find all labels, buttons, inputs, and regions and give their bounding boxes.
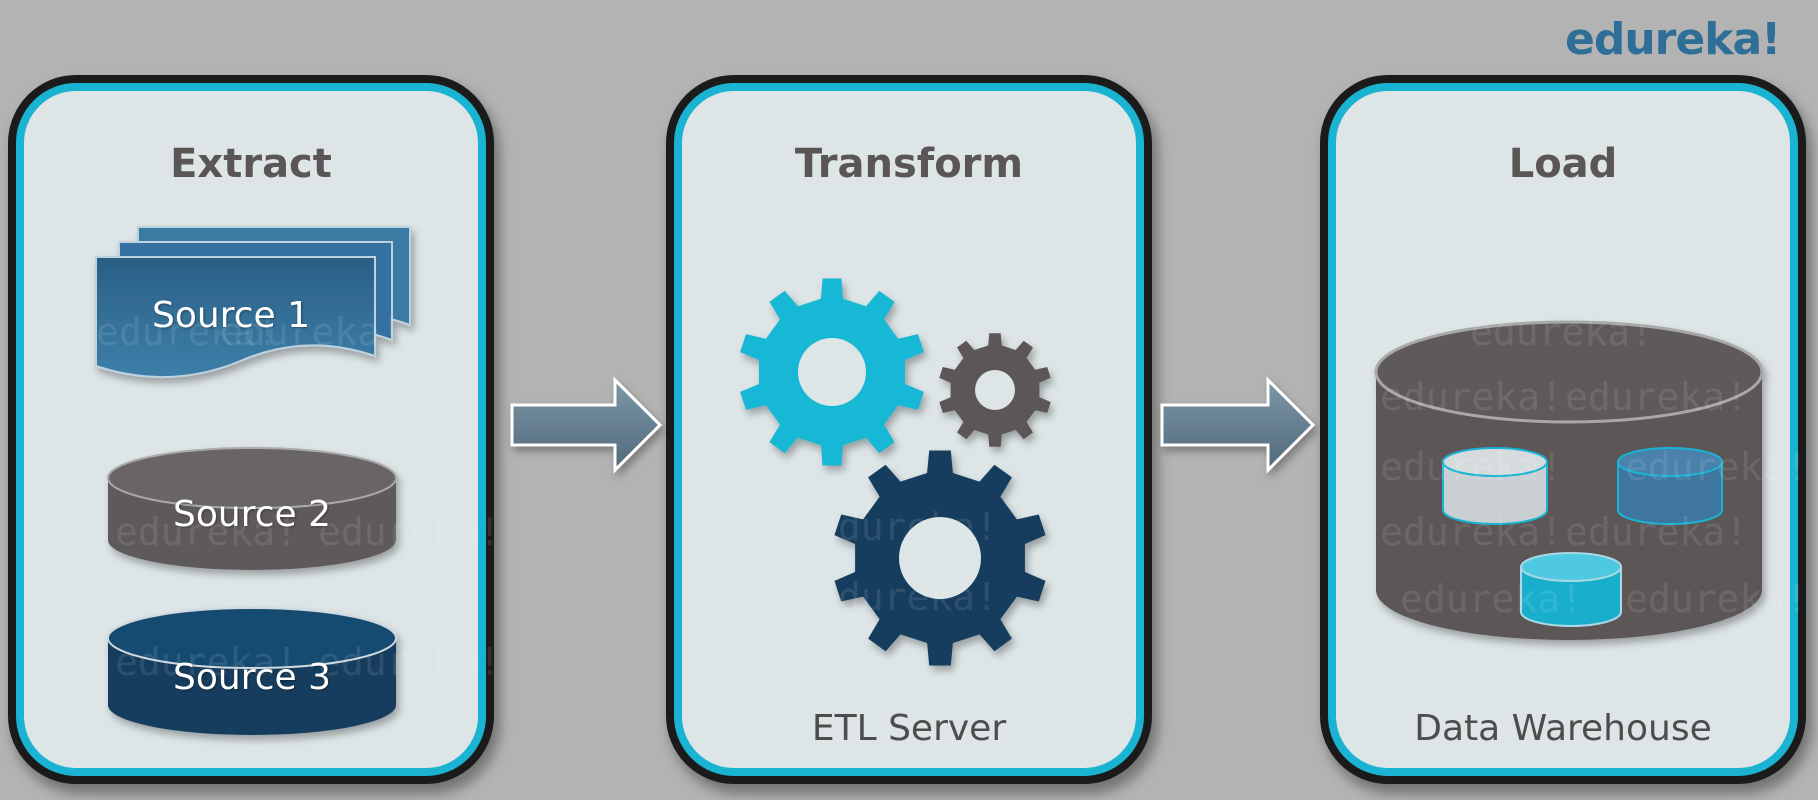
watermark-text: edureka! xyxy=(815,575,998,619)
etl-server-caption: ETL Server xyxy=(811,708,1007,749)
watermark-text: edureka! xyxy=(1625,445,1808,489)
source-1-label: Source 1 xyxy=(152,295,310,336)
gear-hole xyxy=(899,517,981,599)
gear-icon xyxy=(740,278,924,466)
gear-hole xyxy=(798,338,866,406)
watermark-text: edureka! xyxy=(1565,510,1748,554)
gear-icon xyxy=(834,450,1046,666)
watermark-text: edureka! xyxy=(1380,375,1563,419)
watermark-text: edureka! xyxy=(1400,577,1583,621)
database-icon xyxy=(1374,320,1764,640)
arrow-right-icon xyxy=(1160,376,1316,474)
source-2-label: Source 2 xyxy=(173,494,331,535)
data-warehouse-caption: Data Warehouse xyxy=(1414,708,1712,749)
transform-panel: Transform ETL Server xyxy=(674,83,1144,776)
gear-icon xyxy=(939,333,1051,447)
transform-title: Transform xyxy=(794,141,1024,187)
database-icon xyxy=(1442,447,1548,525)
watermark-text: edureka! xyxy=(115,510,298,554)
watermark-text: edureka! xyxy=(1380,510,1563,554)
watermark: edureka! edureka! edureka! edureka! edur… xyxy=(96,310,1808,684)
watermark-text: edureka! xyxy=(220,310,403,354)
watermark-text: edureka! xyxy=(1380,445,1563,489)
database-icon xyxy=(1520,552,1622,627)
watermark-text: edureka! xyxy=(815,505,998,549)
watermark-text: edureka! xyxy=(318,640,501,684)
document-stack-icon xyxy=(95,226,411,379)
edureka-logo: edureka! xyxy=(1565,14,1781,65)
database-icon xyxy=(107,607,397,735)
source-3-label: Source 3 xyxy=(173,657,331,698)
load-title: Load xyxy=(1508,141,1618,187)
watermark-text: edureka! xyxy=(1565,375,1748,419)
database-icon xyxy=(1617,447,1723,525)
extract-title: Extract xyxy=(170,141,332,187)
watermark-text: edureka! xyxy=(115,640,298,684)
watermark-text: edureka! xyxy=(1470,310,1653,354)
gear-hole xyxy=(975,370,1015,410)
arrow-right-icon xyxy=(510,376,663,474)
watermark-text: edureka! xyxy=(96,310,279,354)
database-icon xyxy=(107,447,397,570)
watermark-text: edureka! xyxy=(1625,577,1808,621)
watermark-text: edureka! xyxy=(318,510,501,554)
